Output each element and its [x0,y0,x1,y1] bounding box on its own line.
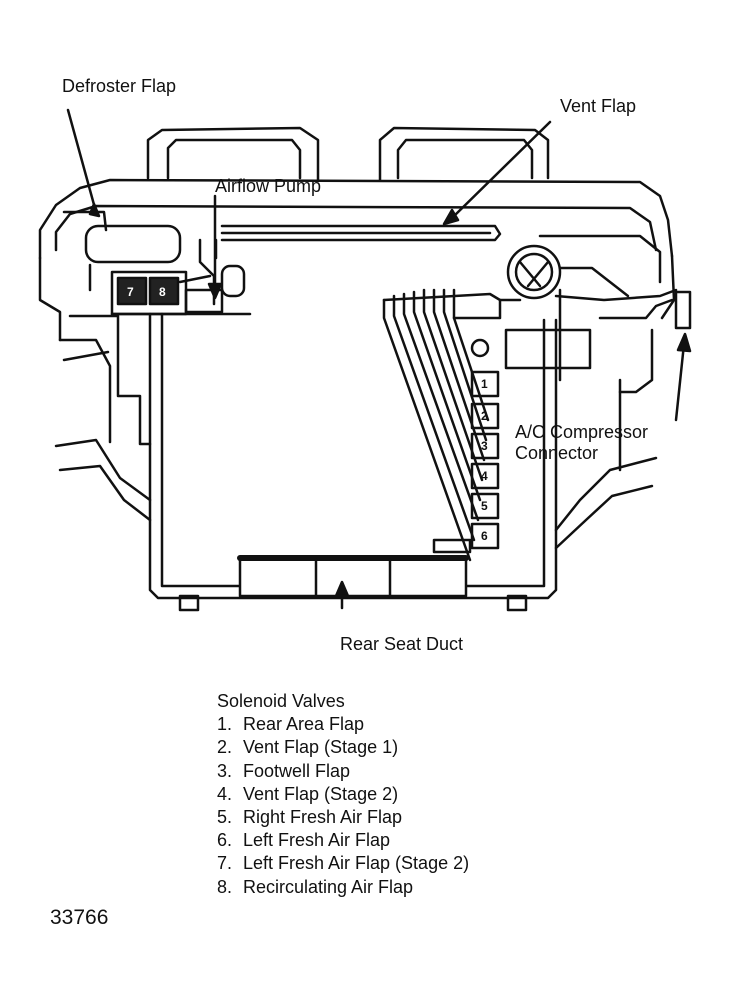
legend-item-number: 5. [217,807,233,828]
legend-item: 1. Rear Area Flap [217,713,469,736]
rear-seat-duct-label: Rear Seat Duct [340,634,464,654]
legend-title: Solenoid Valves [217,691,345,711]
solenoid-block-label-5: 5 [481,499,488,513]
rear-seat-duct-part [237,555,469,598]
legend-item-text: Left Fresh Air Flap (Stage 2) [243,853,470,874]
legend-item: 7. Left Fresh Air Flap (Stage 2) [217,852,469,875]
solenoid-block-label-6: 6 [481,529,488,543]
leader-lines [66,108,692,610]
ac-compressor-label-line2: Connector [515,443,599,463]
left-block-label-7: 7 [127,285,134,299]
lower-heater-box [54,312,658,612]
solenoid-block-label-4: 4 [481,469,488,483]
legend-item: 2. Vent Flap (Stage 1) [217,736,469,759]
airflow-pump-part [178,238,246,314]
legend-item-text: Vent Flap (Stage 1) [243,737,399,758]
legend-item: 4. Vent Flap (Stage 2) [217,783,469,806]
legend-item: 5. Right Fresh Air Flap [217,806,469,829]
vent-flap-rail [220,224,502,242]
legend-item: 6. Left Fresh Air Flap [217,829,469,852]
left-solenoid-blocks [110,270,188,316]
defroster-flap-label: Defroster Flap [62,76,177,96]
numbered-solenoid-blocks [470,370,500,550]
legend-item-number: 1. [217,714,233,735]
legend-item-number: 7. [217,853,233,874]
legend-item-text: Rear Area Flap [243,714,365,735]
legend-item-number: 2. [217,737,233,758]
legend-item-number: 8. [217,876,233,897]
legend-item-number: 3. [217,760,233,781]
figure-number: 33766 [50,906,109,929]
solenoid-valves-legend: Solenoid Valves 1. Rear Area Flap 2. Vent … [217,690,469,899]
legend-item-text: Left Fresh Air Flap [243,830,391,851]
solenoid-block-label-2: 2 [481,409,488,423]
airflow-pump-label: Airflow Pump [215,176,322,196]
legend-item-text: Footwell Flap [243,760,351,781]
vent-flap-label: Vent Flap [560,96,637,116]
legend-item-text: Recirculating Air Flap [243,876,414,897]
solenoid-block-label-3: 3 [481,439,488,453]
legend-item-text: Vent Flap (Stage 2) [243,783,399,804]
legend-item-text: Right Fresh Air Flap [243,807,403,828]
left-block-label-8: 8 [159,285,166,299]
ac-compressor-label-line1: A/C Compressor [515,422,649,442]
ac-compressor-connector-part [506,234,692,382]
legend-item-number: 6. [217,830,233,851]
legend-item: 3. Footwell Flap [217,760,469,783]
legend-item-number: 4. [217,783,233,804]
solenoid-valve-bundle [382,288,592,562]
legend-item: 8. Recirculating Air Flap [217,876,469,899]
solenoid-block-label-1: 1 [481,377,488,391]
defroster-flap-part [62,210,182,292]
